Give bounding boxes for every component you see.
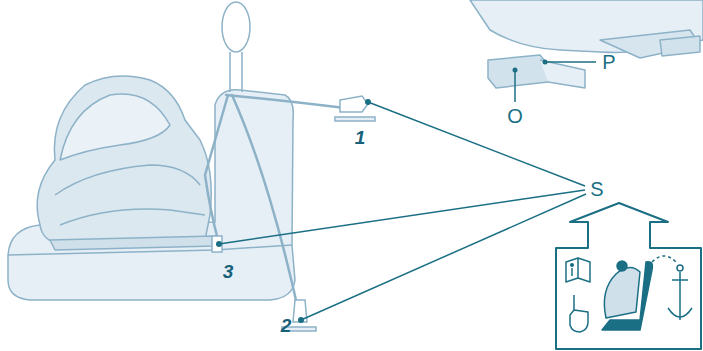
- belt-to-buckle-one: [226, 95, 345, 108]
- leader-dot: [216, 241, 222, 247]
- callout-number: 2: [281, 316, 292, 335]
- child-seat-shell: [37, 76, 211, 245]
- part-letter: S: [590, 179, 603, 199]
- leader-line: [514, 70, 516, 102]
- callout-number: 3: [223, 262, 234, 281]
- child-seat-base: [50, 236, 215, 250]
- buckle-one-base: [335, 117, 375, 121]
- isofix-latch: [540, 60, 585, 88]
- info-panel: [556, 203, 701, 349]
- leader-line: [545, 61, 596, 63]
- child-seat-wing: [55, 165, 200, 195]
- belt-to-buckle-two: [232, 95, 300, 318]
- part-letter: O: [507, 106, 523, 126]
- child-seat-headrest: [60, 94, 170, 160]
- child-seat-icon: [604, 267, 640, 318]
- child-head-icon: [617, 261, 627, 271]
- info-stroke: [571, 268, 573, 276]
- leader-line: [368, 102, 585, 186]
- headrest: [222, 2, 250, 52]
- leader-dot: [365, 99, 371, 105]
- isofix-connector: [660, 36, 700, 56]
- leader-line: [301, 194, 586, 320]
- seat-icon: [602, 262, 652, 330]
- leader-dot: [543, 60, 548, 65]
- anchor-icon: [668, 272, 692, 320]
- callout-number: 1: [355, 128, 366, 147]
- child-seat-cushion: [60, 209, 205, 225]
- headrest-posts: [230, 52, 242, 92]
- leader-line: [219, 190, 585, 244]
- isofix-connector: [488, 55, 548, 88]
- belt-diagonal: [205, 95, 228, 240]
- tether-arc: [652, 256, 676, 262]
- belt-guide-three: [212, 236, 222, 252]
- part-letter: P: [602, 52, 615, 72]
- anchor-ring: [677, 265, 683, 271]
- manual-book-icon: [566, 258, 590, 282]
- leader-dot: [298, 317, 304, 323]
- finger-icon: [570, 295, 588, 332]
- buckle-one: [340, 96, 368, 112]
- info-dot: [571, 264, 574, 267]
- leader-dot: [513, 68, 518, 73]
